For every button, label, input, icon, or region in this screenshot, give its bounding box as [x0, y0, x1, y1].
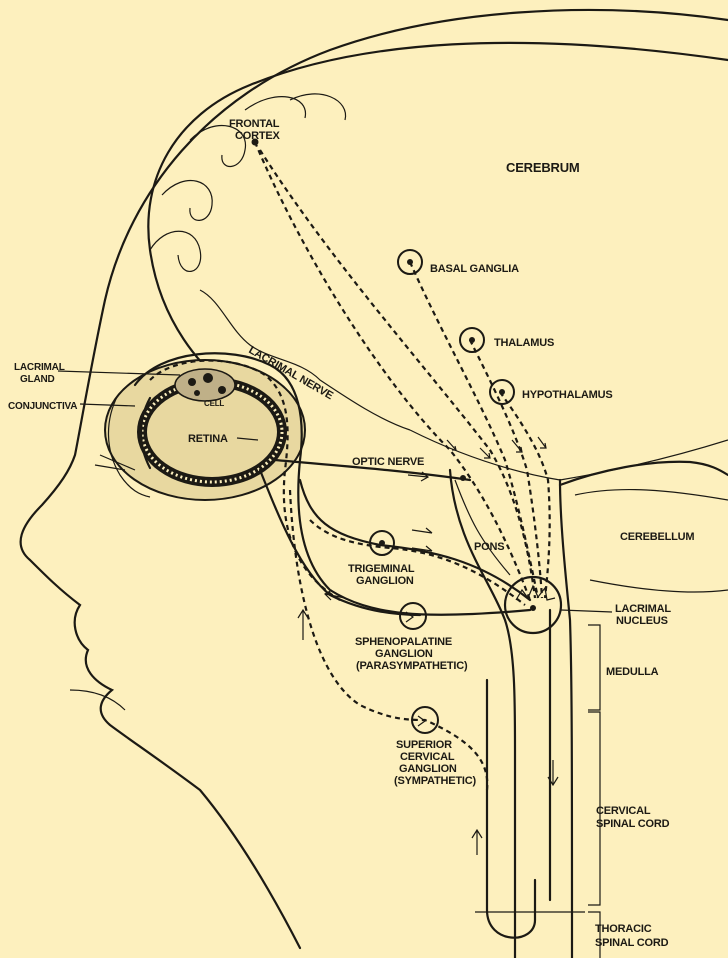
spinal-loop [487, 680, 535, 938]
basal-ganglia-marker [398, 250, 422, 274]
superior-cervical-ganglion-label: SUPERIOR CERVICAL GANGLION (SYMPATHETIC) [394, 739, 476, 787]
lacrimal-nucleus-label: LACRIMAL NUCLEUS [615, 603, 674, 627]
thalamus-marker [460, 328, 484, 352]
cerebellum-label: CEREBELLUM [620, 531, 694, 543]
hypothalamus-label: HYPOTHALAMUS [522, 389, 613, 401]
trigeminal-ganglion-label: TRIGEMINAL GANGLION [348, 563, 417, 587]
pons-curve [455, 480, 510, 575]
bracket-thoracic [588, 912, 600, 958]
face-mouth [70, 690, 125, 710]
basal-ganglia-label: BASAL GANGLIA [430, 263, 519, 275]
retina-label: RETINA [188, 433, 228, 445]
cerebrum-lower-outline [410, 430, 728, 480]
lacrimal-nucleus-dot [530, 605, 536, 611]
thalamus-pathway [470, 340, 542, 598]
cerebellum-outline [560, 462, 728, 485]
optic-nerve-dot [460, 475, 466, 481]
cerebrum-label: CEREBRUM [506, 160, 580, 175]
medulla-label: MEDULLA [606, 666, 659, 678]
optic-nerve-label: OPTIC NERVE [352, 456, 424, 468]
trigeminal-pathway [300, 480, 530, 600]
cervical-spinal-cord-label: CERVICAL SPINAL CORD [596, 805, 670, 830]
cord-arrow-up [472, 830, 482, 855]
bracket-medulla [588, 625, 600, 710]
pons-label: PONS [474, 541, 504, 553]
thalamus-label: THALAMUS [494, 337, 554, 349]
frontal-cortex-label: FRONTAL CORTEX [229, 118, 282, 142]
lacrimal-gland-cells [175, 369, 235, 401]
lacrimal-gland-label: LACRIMAL GLAND [14, 362, 67, 385]
hypothalamus-marker [490, 380, 514, 404]
sphenopalatine-ganglion-label: SPHENOPALATINE GANGLION (PARASYMPATHETIC… [355, 636, 468, 672]
thoracic-spinal-cord-label: THORACIC SPINAL CORD [595, 923, 669, 949]
brainstem-right [560, 480, 572, 958]
hypothalamus-pathway [500, 392, 550, 598]
trigeminal-arrows [412, 528, 432, 551]
sym-arrow-up [298, 610, 308, 640]
conjunctiva-label: CONJUNCTIVA [8, 401, 77, 412]
brain-outline [148, 43, 728, 395]
cell-label: CELL [204, 399, 224, 408]
